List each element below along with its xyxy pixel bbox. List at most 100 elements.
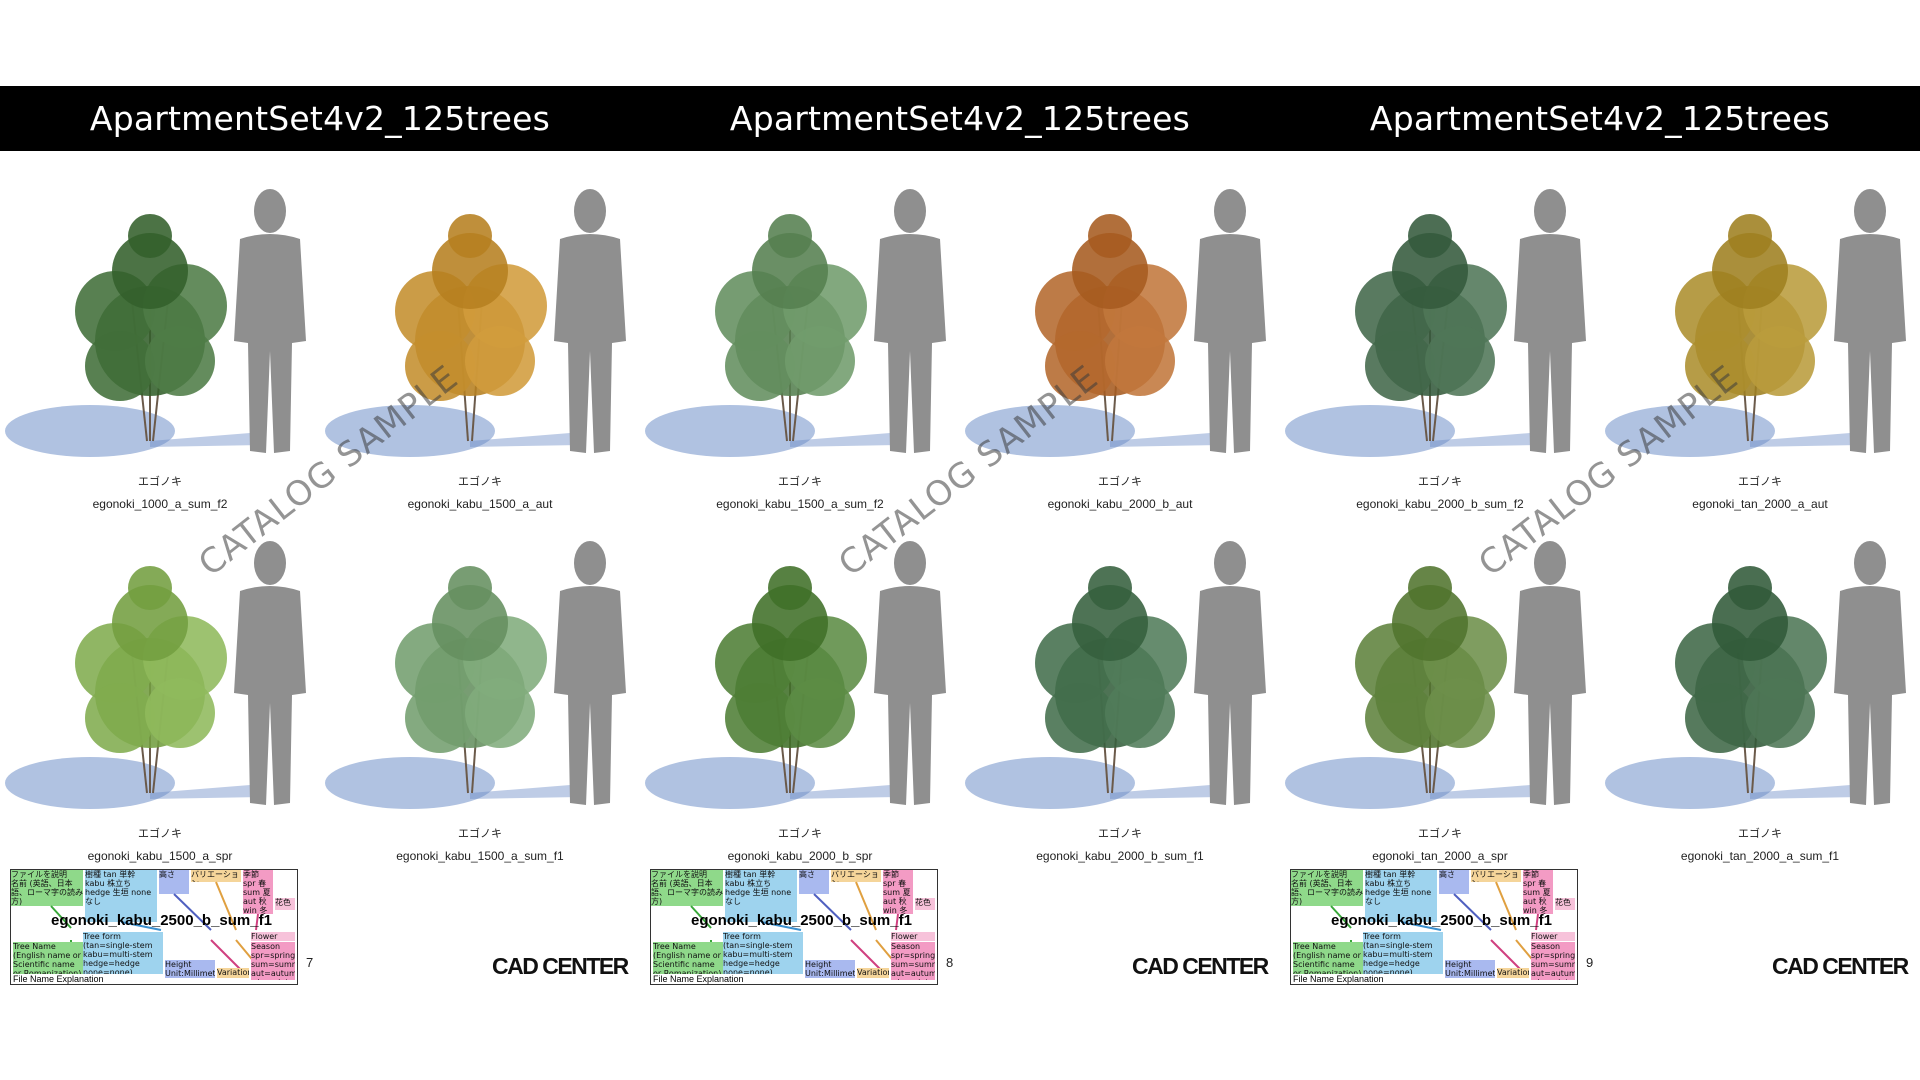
legend-name-box: ファイルを説明 名前 (英語、日本語、ローマ字の読み方) [1291,870,1363,906]
legend-flower-en-box: Flower Color [891,932,935,941]
legend-height-en: Height Unit:Millimeters [1445,960,1495,978]
tree-render [1605,541,1906,809]
legend-size-box: 高さ [159,870,189,894]
tree-catalog-item: エゴノキ egonoki_kabu_2000_b_sum_f2 [1280,151,1600,511]
header-bar: ApartmentSet4v2_125trees ApartmentSet4v2… [0,86,1920,151]
tree-catalog-item: エゴノキ egonoki_kabu_1500_a_sum_f1 [320,503,640,863]
legend-variation-box: バリエーション [1471,870,1521,882]
tree-japanese-name: エゴノキ [1418,475,1462,488]
catalog-page: エゴノキ egonoki_kabu_1500_a_sum_f2 エゴノキ ego… [640,151,1280,1011]
tree-canopy [715,566,867,753]
legend-type-label: 樹種 tan 単幹 kabu 株立ち hedge 生垣 none なし [725,870,792,906]
ground-shadow [325,405,495,457]
legend-type-box: 樹種 tan 単幹 kabu 株立ち hedge 生垣 none なし [725,870,797,922]
legend-season-box: 季節 spr 春 sum 夏 aut 秋 win 冬 [243,870,273,914]
legend-size-box: 高さ [1439,870,1469,894]
legend-season-en: Season spr=spring sum=summer aut=autumn … [1531,942,1575,980]
tree-japanese-name: エゴノキ [1098,475,1142,488]
legend-flower-box: 花色 [1555,898,1575,910]
tree-model-name: egonoki_kabu_1500_a_spr [87,849,233,863]
ground-shadow [1605,405,1775,457]
legend-variation-en: Variation [857,968,889,977]
legend-type-box: 樹種 tan 単幹 kabu 株立ち hedge 生垣 none なし [85,870,157,922]
legend-variation-box: バリエーション [191,870,241,882]
legend-variation-en-box: Variation [857,968,889,978]
file-name-legend: ファイルを説明 名前 (英語、日本語、ローマ字の読み方) 樹種 tan 単幹 k… [650,869,938,985]
legend-flower-label: 花色 [275,898,291,907]
legend-flower-box: 花色 [275,898,295,910]
ground-shadow [965,757,1135,809]
tree-japanese-name: エゴノキ [1098,827,1142,840]
person-silhouette [1194,541,1266,805]
tree-canopy [715,214,867,401]
cad-center-logo: CAD CENTER [1772,953,1909,979]
legend-season-en: Season spr=spring sum=summer aut=autumn … [251,942,295,980]
tree-render [645,541,946,809]
tree-japanese-name: エゴノキ [138,827,182,840]
page-title: ApartmentSet4v2_125trees [1369,99,1831,138]
ground-shadow [5,757,175,809]
legend-season-label: 季節 spr 春 sum 夏 aut 秋 win 冬 [883,870,911,914]
tree-model-name: egonoki_kabu_2000_b_sum_f2 [1356,497,1524,511]
tree-canopy [1675,214,1827,401]
legend-height-en-box: Height Unit:Millimeters [1445,960,1495,978]
tree-catalog-item: エゴノキ egonoki_kabu_1500_a_aut [320,151,640,511]
legend-name-label: 名前 (英語、日本語、ローマ字の読み方) [651,879,723,906]
legend-name-en: Tree Name (English name or Scientific na… [653,942,722,974]
tree-japanese-name: エゴノキ [778,475,822,488]
person-silhouette [1834,541,1906,805]
legend-size-label: 高さ [799,870,815,879]
legend-variation-en: Variation [1497,968,1529,977]
legend-season-label: 季節 spr 春 sum 夏 aut 秋 win 冬 [243,870,271,914]
tree-canopy [75,214,227,401]
catalog-page: エゴノキ egonoki_1000_a_sum_f2 エゴノキ egonoki_… [0,151,640,1011]
tree-canopy [1675,566,1827,753]
tree-japanese-name: エゴノキ [458,827,502,840]
tree-model-name: egonoki_kabu_1500_a_aut [407,497,553,511]
ground-shadow [645,757,815,809]
tree-model-name: egonoki_tan_2000_a_aut [1692,497,1828,511]
legend-season-en-box: Season spr=spring sum=summer aut=autumn … [891,942,935,980]
tree-model-name: egonoki_kabu_2000_b_spr [727,849,873,863]
cad-center-logo: CAD CENTER [492,953,629,979]
legend-name-en: Tree Name (English name or Scientific na… [13,942,82,974]
legend-height-en-box: Height Unit:Millimeters [165,960,215,978]
file-name-legend: ファイルを説明 名前 (英語、日本語、ローマ字の読み方) 樹種 tan 単幹 k… [10,869,298,985]
tree-render [645,189,946,457]
legend-name-en-box: Tree Name (English name or Scientific na… [1293,942,1363,974]
legend-name-box: ファイルを説明 名前 (英語、日本語、ローマ字の読み方) [11,870,83,906]
legend-type-label: 樹種 tan 単幹 kabu 株立ち hedge 生垣 none なし [1365,870,1432,906]
legend-height-en: Height Unit:Millimeters [805,960,855,978]
tree-model-name: egonoki_kabu_1500_a_sum_f1 [396,849,564,863]
legend-season-box: 季節 spr 春 sum 夏 aut 秋 win 冬 [1523,870,1553,914]
tree-render [5,541,306,809]
legend-flower-label: 花色 [1555,898,1571,907]
legend-flower-en: Flower Color [891,932,918,941]
legend-variation-box: バリエーション [831,870,881,882]
tree-japanese-name: エゴノキ [458,475,502,488]
ground-shadow [965,405,1135,457]
legend-variation-label: バリエーション [831,870,879,882]
legend-name-label: 名前 (英語、日本語、ローマ字の読み方) [1291,879,1363,906]
ground-shadow [1285,757,1455,809]
tree-canopy [395,566,547,753]
tree-catalog-item: エゴノキ egonoki_kabu_2000_b_aut [960,151,1280,511]
legend-title: ファイルを説明 [11,870,67,879]
tree-catalog-item: エゴノキ egonoki_1000_a_sum_f2 [0,151,320,511]
ground-shadow [1605,757,1775,809]
legend-title: ファイルを説明 [1291,870,1347,879]
legend-flower-en: Flower Color [251,932,278,941]
ground-shadow [5,405,175,457]
legend-size-label: 高さ [159,870,175,879]
legend-flower-label: 花色 [915,898,931,907]
tree-render [1285,189,1586,457]
page-number: 7 [306,955,314,970]
legend-flower-en-box: Flower Color [1531,932,1575,941]
legend-name-en-box: Tree Name (English name or Scientific na… [13,942,83,974]
tree-canopy [75,566,227,753]
legend-name-label: 名前 (英語、日本語、ローマ字の読み方) [11,879,83,906]
legend-form-en: Tree form (tan=single-stem kabu=multi-st… [1363,932,1433,974]
legend-season-en: Season spr=spring sum=summer aut=autumn … [891,942,935,980]
legend-variation-en-box: Variation [1497,968,1529,978]
cad-center-logo: CAD CENTER [1132,953,1269,979]
